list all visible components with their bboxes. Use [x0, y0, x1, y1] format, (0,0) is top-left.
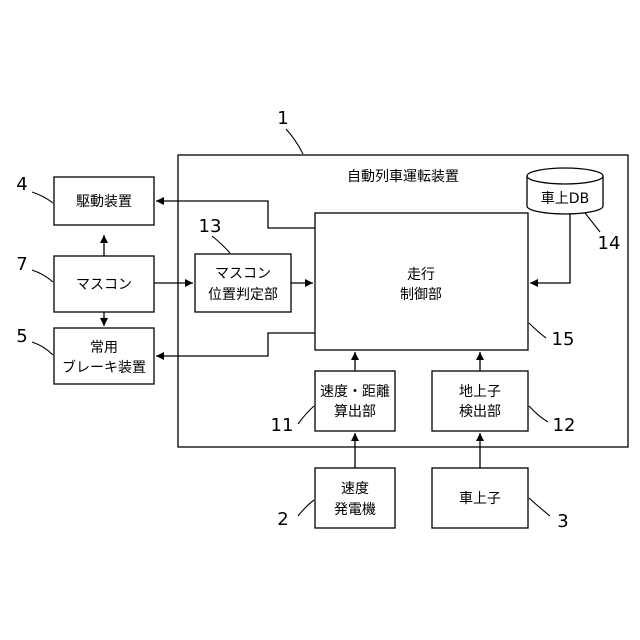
speed-dist-box: [315, 371, 395, 431]
system-label: 自動列車運転装置: [347, 168, 459, 185]
mascon-ref: 7: [16, 254, 27, 275]
generator-ref: 2: [277, 509, 288, 530]
drive-device-label: 駆動装置: [76, 194, 132, 210]
speed-dist-ref: 11: [271, 415, 294, 436]
speed-dist-label-line2: 算出部: [334, 404, 376, 420]
generator-box: [315, 468, 395, 528]
system-ref: 1: [277, 108, 288, 129]
db-ref: 14: [598, 233, 621, 254]
mascon-pos-label-line1: マスコン: [215, 266, 271, 282]
drive-device-ref-leader: [32, 192, 53, 203]
ground-det-label-line1: 地上子: [459, 384, 501, 400]
ground-det-label-line2: 検出部: [459, 404, 501, 420]
brake-label-line2: ブレーキ装置: [62, 359, 146, 376]
ground-det-box: [432, 371, 528, 431]
control-label-line2: 制御部: [400, 287, 442, 303]
speed-dist-label-line1: 速度・距離: [320, 383, 390, 400]
brake-ref: 5: [16, 326, 27, 347]
mascon-ref-leader: [32, 270, 53, 282]
db-label: 車上DB: [541, 190, 589, 207]
onboard-coil-label: 車上子: [459, 490, 501, 507]
brake-ref-leader: [32, 342, 53, 355]
control-ref: 15: [552, 329, 575, 350]
mascon-pos-label-line2: 位置判定部: [208, 287, 278, 303]
control-label-line1: 走行: [407, 267, 435, 283]
drive-device-ref: 4: [16, 174, 27, 195]
mascon-label: マスコン: [76, 277, 132, 293]
onboard-coil-ref-leader: [529, 498, 550, 516]
generator-label-line2: 発電機: [334, 502, 376, 518]
generator-ref-leader: [298, 500, 314, 516]
generator-label-line1: 速度: [341, 481, 369, 497]
brake-label-line1: 常用: [90, 340, 118, 356]
ground-det-ref: 12: [553, 415, 576, 436]
onboard-coil-ref: 3: [557, 511, 568, 532]
system-ref-leader: [286, 129, 303, 154]
mascon-pos-ref: 13: [199, 216, 222, 237]
mascon-pos-box: [195, 254, 291, 312]
